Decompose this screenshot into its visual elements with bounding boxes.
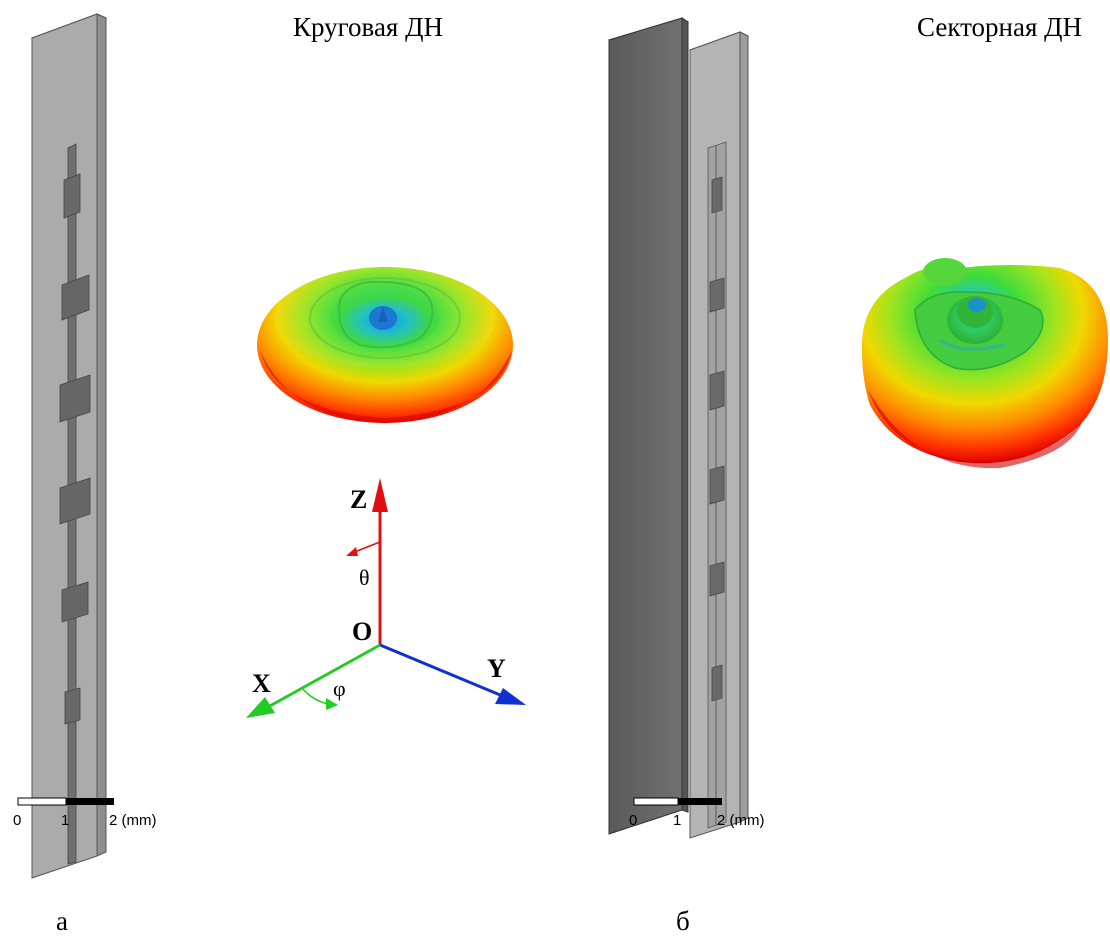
panel-a-caption: а (56, 906, 68, 936)
patch-element (709, 465, 725, 505)
radiation-pattern-sector (861, 258, 1108, 469)
panel-a-title: Круговая ДН (293, 12, 444, 42)
patch-element (709, 370, 725, 411)
scale-bar-b: 0 1 2 (mm) (629, 797, 765, 829)
patch-element (59, 477, 91, 525)
panel-b-caption: б (676, 906, 690, 936)
scale-tick-2: 2 (mm) (109, 812, 157, 829)
phi-arrowhead (326, 698, 338, 710)
patch-element (711, 664, 723, 702)
scale-tick-1: 1 (673, 812, 681, 829)
y-axis-arrowhead (495, 688, 526, 705)
coordinate-axes: Z θ O Y X φ (246, 478, 526, 718)
antenna-model-b (607, 17, 750, 839)
antenna-model-a (30, 13, 108, 879)
patch-element (711, 176, 723, 214)
x-axis (267, 643, 381, 709)
panel-b-title: Секторная ДН (917, 12, 1083, 42)
antenna-side-face (739, 31, 749, 823)
y-axis-label: Y (487, 654, 506, 683)
phi-arrow (301, 687, 329, 705)
scale-tick-1: 1 (61, 812, 69, 829)
patch-element (709, 277, 725, 313)
x-axis-label: X (252, 669, 271, 698)
z-axis-label: Z (350, 485, 367, 514)
scale-tick-0: 0 (629, 812, 637, 829)
scale-tick-0: 0 (13, 812, 21, 829)
ground-plate-side (681, 17, 689, 813)
patch-element (59, 374, 91, 423)
patch-element (63, 173, 81, 219)
patch-element (709, 561, 725, 597)
theta-label: θ (359, 565, 370, 590)
scale-tick-2: 2 (mm) (717, 812, 765, 829)
phi-label: φ (333, 676, 346, 701)
antenna-front-face (31, 13, 98, 879)
patch-element (61, 581, 89, 623)
scale-bar-a: 0 1 2 (mm) (13, 797, 157, 829)
radiation-pattern-circular (257, 267, 513, 423)
ground-plate-front (608, 17, 683, 835)
theta-arrowhead (346, 547, 358, 556)
patch-element (64, 687, 81, 725)
y-axis (379, 643, 506, 699)
antenna-side-face (96, 13, 107, 857)
x-axis-arrowhead (246, 697, 275, 718)
origin-label: O (352, 617, 372, 646)
z-axis-arrowhead (372, 478, 388, 512)
patch-element (61, 274, 90, 321)
